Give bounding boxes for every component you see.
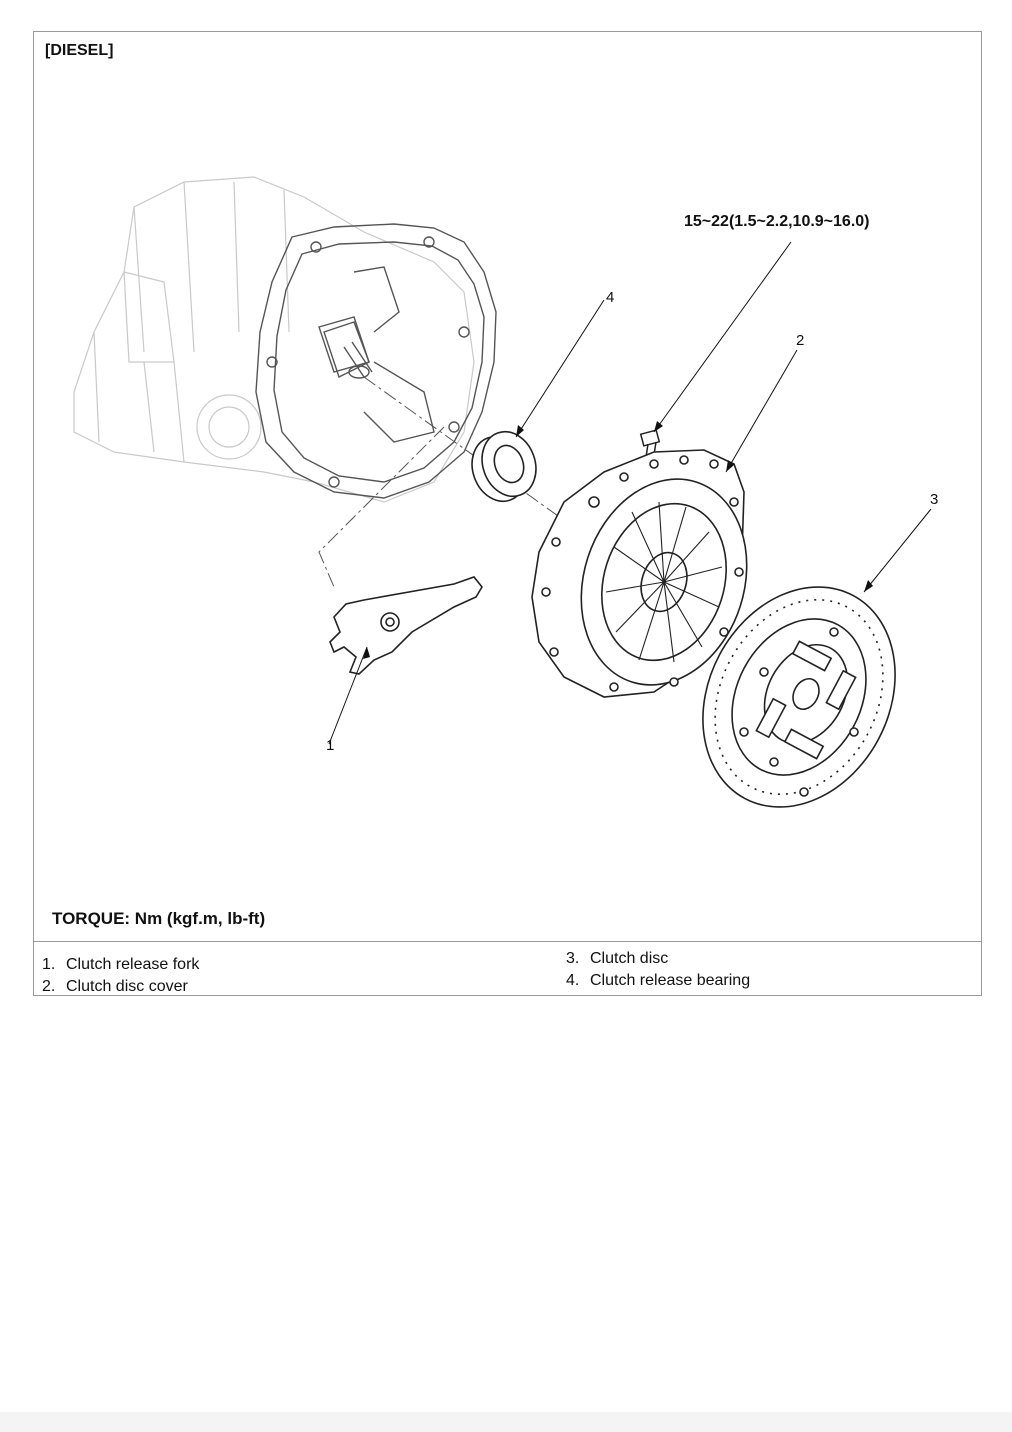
legend-item: 4. Clutch release bearing [566,970,750,992]
legend-item: 3. Clutch disc [566,948,750,970]
legend-number: 4. [566,972,580,989]
leader-arrowheads [363,421,873,659]
input-shaft-icon [318,316,373,379]
transaxle-housing-icon [73,176,475,503]
callout-4: 4 [606,289,614,306]
page-bottom-band [0,1412,1012,1432]
legend-label: Clutch disc [590,950,669,967]
variant-label: [DIESEL] [45,42,114,59]
leader-lines [328,241,932,745]
clutch-disc-cover-icon [531,449,748,698]
callout-3: 3 [930,491,938,508]
callout-2: 2 [796,332,804,349]
legend-number: 1. [42,956,56,973]
legend-item: 1. Clutch release fork [42,954,199,976]
legend-label: Clutch disc cover [66,978,188,995]
clutch-release-bearing-icon [471,430,537,503]
callout-1: 1 [326,737,334,754]
bolt-torque-spec: 15~22(1.5~2.2,10.9~16.0) [684,213,870,230]
torque-units-label: TORQUE: Nm (kgf.m, lb-ft) [52,909,266,928]
diagram-area: [DIESEL] [34,32,981,942]
clutch-exploded-diagram: 1 2 3 4 15~22(1.5~2.2,10.9~16.0) [73,176,938,808]
legend-column-left: 1. Clutch release fork 2. Clutch disc cove… [42,954,199,998]
clutch-disc-icon [702,586,896,808]
legend-label: Clutch release fork [66,956,200,973]
legend-label: Clutch release bearing [590,972,751,989]
clutch-release-fork-icon [329,576,483,675]
legend-number: 2. [42,978,56,995]
legend-item: 2. Clutch disc cover [42,976,199,998]
legend-column-right: 3. Clutch disc 4. Clutch release bearing [566,948,750,992]
figure-frame: [DIESEL] [33,31,982,996]
legend-number: 3. [566,950,580,967]
parts-legend: 1. Clutch release fork 2. Clutch disc cove… [34,942,981,996]
bell-housing-icon [255,223,497,499]
